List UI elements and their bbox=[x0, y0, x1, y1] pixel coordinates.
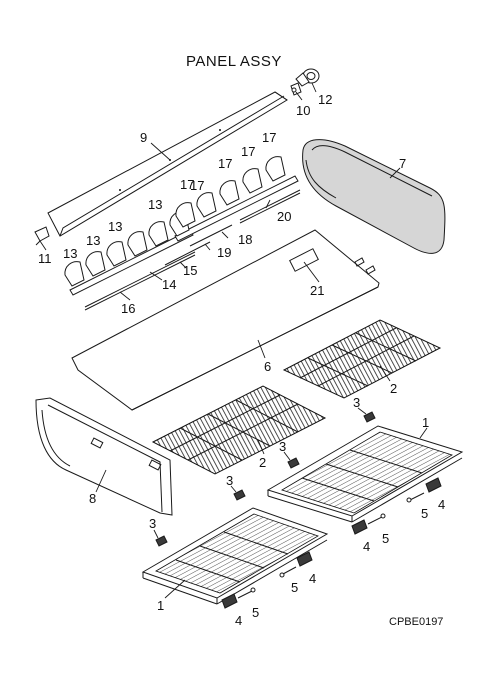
part-label: 17 bbox=[241, 144, 255, 159]
clip-part bbox=[290, 82, 302, 96]
part-label: 1 bbox=[157, 598, 164, 613]
part-label: 6 bbox=[264, 359, 271, 374]
part-label: 15 bbox=[183, 263, 197, 278]
part-label: 18 bbox=[238, 232, 252, 247]
part-label: 4 bbox=[309, 571, 316, 586]
part-label: 5 bbox=[382, 531, 389, 546]
part-label: 20 bbox=[277, 209, 291, 224]
part-label: 10 bbox=[296, 103, 310, 118]
part-label: 3 bbox=[279, 439, 286, 454]
drawing-code: CPBE0197 bbox=[389, 616, 443, 628]
part-label: 3 bbox=[353, 395, 360, 410]
part-label: 4 bbox=[235, 613, 242, 628]
part-label: 11 bbox=[38, 251, 52, 266]
upper-flap-part bbox=[47, 91, 288, 237]
part-label: 3 bbox=[149, 516, 156, 531]
left-bracket-part bbox=[34, 226, 50, 246]
part-label: 7 bbox=[399, 156, 406, 171]
part-label: 3 bbox=[226, 473, 233, 488]
front-grille-left-part bbox=[141, 507, 329, 605]
left-side-frame-part bbox=[35, 397, 173, 516]
part-label: 5 bbox=[291, 580, 298, 595]
right-side-panel-part bbox=[302, 139, 446, 254]
part-label: 13 bbox=[108, 219, 122, 234]
louver-assembly bbox=[64, 156, 301, 311]
part-label: 5 bbox=[421, 506, 428, 521]
part-label: 14 bbox=[162, 277, 176, 292]
part-label: 8 bbox=[89, 491, 96, 506]
filter-clip-parts bbox=[155, 411, 376, 547]
part-label: 19 bbox=[217, 245, 231, 260]
part-label: 13 bbox=[63, 246, 77, 261]
part-label: 17 bbox=[180, 177, 194, 192]
part-label: 17 bbox=[218, 156, 232, 171]
part-label: 5 bbox=[252, 605, 259, 620]
diagram-title: PANEL ASSY bbox=[186, 53, 282, 70]
part-label: 2 bbox=[259, 455, 266, 470]
hinge-and-screw-parts bbox=[221, 477, 442, 609]
part-label: 21 bbox=[310, 283, 324, 298]
part-label: 13 bbox=[86, 233, 100, 248]
part-label: 9 bbox=[140, 130, 147, 145]
part-label: 17 bbox=[262, 130, 276, 145]
part-label: 4 bbox=[363, 539, 370, 554]
part-label: 4 bbox=[438, 497, 445, 512]
part-label: 12 bbox=[318, 92, 332, 107]
air-filter-left-part bbox=[151, 385, 327, 475]
leader-lines bbox=[39, 82, 428, 599]
part-label: 1 bbox=[422, 415, 429, 430]
part-label: 2 bbox=[390, 381, 397, 396]
air-filter-right-part bbox=[282, 319, 442, 399]
part-label: 17 bbox=[190, 178, 204, 193]
part-number-labels: 9 10 12 11 7 17 17 17 17 17 13 13 13 13 … bbox=[38, 92, 445, 628]
motor-cap-part bbox=[295, 68, 320, 87]
part-label: 13 bbox=[148, 197, 162, 212]
front-grille-right-part bbox=[266, 425, 464, 523]
part-label: 16 bbox=[121, 301, 135, 316]
